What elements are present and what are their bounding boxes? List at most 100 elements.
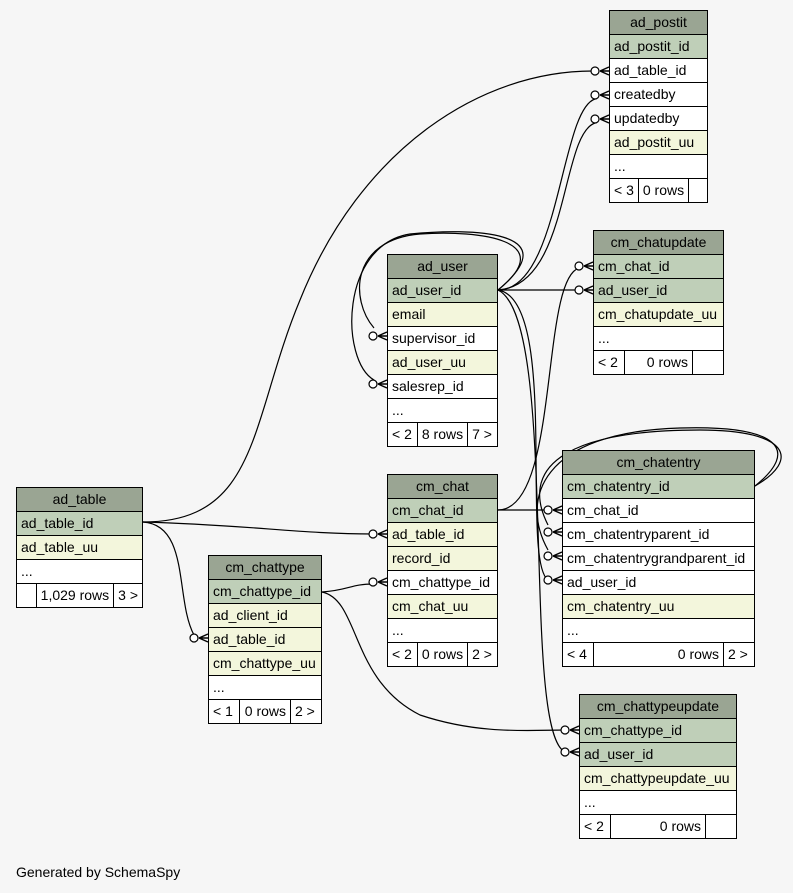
parents-count[interactable]: < 2 (580, 815, 611, 838)
children-count[interactable]: 7 > (472, 426, 492, 442)
column-cm-chat-id[interactable]: cm_chat_id (388, 499, 497, 523)
parents-count[interactable]: < 1 (209, 700, 240, 723)
column-salesrep-id[interactable]: salesrep_id (388, 375, 497, 399)
rel-user-createdby-crowfoot (599, 90, 610, 100)
column-updatedby[interactable]: updatedby (610, 107, 707, 131)
column-createdby[interactable]: createdby (610, 83, 707, 107)
column-ad-table-id[interactable]: ad_table_id (209, 628, 321, 652)
rel-chat-chatentry-optional-marker (543, 505, 553, 515)
children-count[interactable]: 2 > (472, 646, 492, 662)
rel-user-chatentry-crowfoot (552, 575, 563, 585)
column-cm-chatupdate-uu[interactable]: cm_chatupdate_uu (594, 303, 723, 327)
table-header[interactable]: ad_postit (610, 11, 707, 35)
column-cm-chattype-id[interactable]: cm_chattype_id (209, 580, 321, 604)
rel-chattype-chat-optional-marker (368, 577, 378, 587)
column-ad-user-uu[interactable]: ad_user_uu (388, 351, 497, 375)
more-columns[interactable]: ... (610, 155, 707, 179)
rel-ad-table-chat (142, 521, 375, 535)
parents-count[interactable]: < 2 (388, 643, 418, 666)
column-cm-chattypeupdate-uu[interactable]: cm_chattypeupdate_uu (580, 767, 736, 791)
column-cm-chat-uu[interactable]: cm_chat_uu (388, 595, 497, 619)
rel-user-supervisor (358, 232, 521, 329)
column-ad-postit-id[interactable]: ad_postit_id (610, 35, 707, 59)
rel-chattype-chat (321, 583, 375, 593)
column-cm-chatentryparent-id[interactable]: cm_chatentryparent_id (563, 523, 754, 547)
rel-user-salesrep-optional-marker (368, 379, 378, 389)
children-count[interactable] (706, 815, 736, 838)
column-ad-table-uu[interactable]: ad_table_uu (17, 536, 142, 560)
children-count[interactable] (689, 179, 707, 202)
more-columns[interactable]: ... (580, 791, 736, 815)
more-columns[interactable]: ... (209, 676, 321, 700)
column-cm-chat-id[interactable]: cm_chat_id (594, 255, 723, 279)
parents-count[interactable]: < 2 (594, 351, 625, 374)
more-columns[interactable]: ... (17, 560, 142, 584)
rel-chatentry-grandparent-crowfoot (552, 551, 563, 561)
table-header[interactable]: cm_chattypeupdate (580, 695, 736, 719)
column-cm-chatentry-id[interactable]: cm_chatentry_id (563, 475, 754, 499)
more-columns[interactable]: ... (563, 619, 754, 643)
table-header[interactable]: cm_chatupdate (594, 231, 723, 255)
rel-user-supervisor-crowfoot (377, 331, 388, 341)
column-ad-user-id[interactable]: ad_user_id (594, 279, 723, 303)
children-count[interactable]: 3 > (118, 587, 138, 603)
rel-ad-table-chat-crowfoot (377, 529, 388, 539)
more-columns[interactable]: ... (388, 399, 497, 423)
rel-user-chatupdate-crowfoot (583, 285, 594, 295)
rel-user-updatedby-crowfoot (599, 114, 610, 124)
column-cm-chatentry-uu[interactable]: cm_chatentry_uu (563, 595, 754, 619)
parents-count[interactable]: < 4 (563, 643, 594, 666)
column-cm-chatentrygrandparent-id[interactable]: cm_chatentrygrandparent_id (563, 547, 754, 571)
table-header[interactable]: ad_user (388, 255, 497, 279)
column-cm-chattype-id[interactable]: cm_chattype_id (388, 571, 497, 595)
rel-ad-table-chattype (142, 521, 195, 636)
column-cm-chattype-uu[interactable]: cm_chattype_uu (209, 652, 321, 676)
table-header[interactable]: cm_chattype (209, 556, 321, 580)
column-ad-client-id[interactable]: ad_client_id (209, 604, 321, 628)
children-count[interactable]: 2 > (295, 703, 315, 719)
table-header[interactable]: cm_chat (388, 475, 497, 499)
parents-count[interactable]: < 3 (610, 179, 639, 202)
column-ad-table-id[interactable]: ad_table_id (388, 523, 497, 547)
table-header[interactable]: ad_table (17, 488, 142, 512)
more-columns[interactable]: ... (388, 619, 497, 643)
rel-chat-chatupdate (497, 267, 580, 511)
rel-user-chattypeupdate-crowfoot (569, 747, 580, 757)
column-ad-user-id[interactable]: ad_user_id (563, 571, 754, 595)
rel-chattype-chattypeupdate (321, 591, 566, 732)
children-count[interactable] (693, 351, 723, 374)
parents-count[interactable] (17, 584, 37, 607)
column-ad-table-id[interactable]: ad_table_id (17, 512, 142, 536)
rel-chatentry-parent-crowfoot (552, 527, 563, 537)
rel-chatentry-parent (539, 429, 782, 526)
column-email[interactable]: email (388, 303, 497, 327)
rel-ad-table-postit-crowfoot (599, 66, 610, 76)
table-header[interactable]: cm_chatentry (563, 451, 754, 475)
column-ad-postit-uu[interactable]: ad_postit_uu (610, 131, 707, 155)
column-cm-chat-id[interactable]: cm_chat_id (563, 499, 754, 523)
more-columns[interactable]: ... (594, 327, 723, 351)
column-ad-user-id[interactable]: ad_user_id (388, 279, 497, 303)
column-ad-table-id[interactable]: ad_table_id (610, 59, 707, 83)
column-supervisor-id[interactable]: supervisor_id (388, 327, 497, 351)
column-ad-user-id[interactable]: ad_user_id (580, 743, 736, 767)
rel-ad-table-postit (142, 70, 596, 523)
parents-count[interactable]: < 2 (388, 423, 418, 446)
column-record-id[interactable]: record_id (388, 547, 497, 571)
rel-user-createdby (497, 98, 596, 291)
column-cm-chattype-id[interactable]: cm_chattype_id (580, 719, 736, 743)
children-count[interactable]: 2 > (728, 646, 748, 662)
